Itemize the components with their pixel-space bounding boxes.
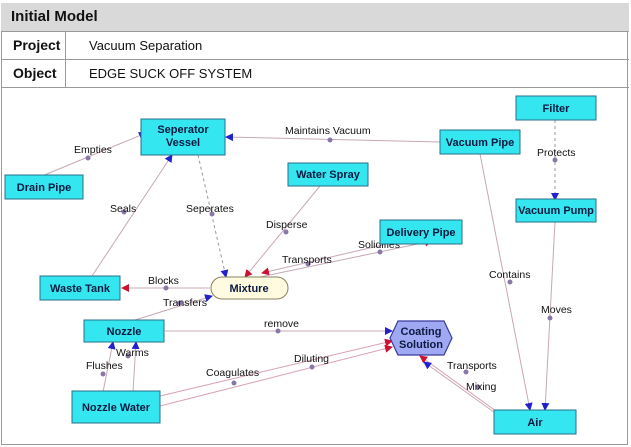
model-title: Initial Model: [11, 8, 98, 25]
edge-label-remove: remove: [264, 318, 299, 330]
edge-label-empties: Empties: [74, 144, 112, 156]
project-value: Vacuum Separation: [89, 38, 203, 53]
node-waste-tank[interactable]: Waste Tank: [39, 275, 121, 301]
edge-label-transfers: Transfers: [163, 297, 207, 309]
edge-mixture-deliverypipe: [259, 238, 433, 278]
edge-nozzlewater-coating-b: [159, 344, 393, 407]
edge-label-seals: Seals: [110, 203, 136, 215]
node-air[interactable]: Air: [493, 409, 577, 435]
edge-label-transports-mixture: Transports: [282, 254, 332, 266]
project-label: Project: [13, 37, 61, 53]
vacuum-pump-label: Vacuum Pump: [518, 205, 594, 217]
edge-label-flushes: Flushes: [86, 360, 123, 372]
coating-solution-label-1: Coating: [401, 326, 442, 338]
outer-border: [1, 31, 628, 445]
edge-nozzle-mixture: [134, 294, 213, 321]
edge-label-contains: Contains: [489, 269, 530, 281]
edge-label-protects: Protects: [537, 147, 576, 159]
edge-label-diluting: Diluting: [294, 353, 329, 365]
project-row: Project Vacuum Separation: [1, 32, 629, 60]
water-spray-label: Water Spray: [296, 169, 361, 181]
separator-vessel-label-1: Seperator: [157, 124, 209, 136]
edge-vacuumpipe-separator: [225, 133, 441, 143]
edge-label-mixing: Mixing: [466, 381, 497, 393]
edge-nozzlewater-coating-a: [159, 338, 393, 397]
edge-label-coagulates: Coagulates: [206, 367, 259, 379]
edge-label-blocks: Blocks: [148, 275, 179, 287]
edge-vacuumpipe-air: [479, 153, 533, 411]
node-delivery-pipe[interactable]: Delivery Pipe: [379, 219, 463, 245]
delivery-pipe-label: Delivery Pipe: [386, 227, 455, 239]
edge-waterspray-mixture: [244, 185, 321, 278]
mixture-label: Mixture: [229, 283, 268, 295]
waste-tank-label: Waste Tank: [50, 283, 111, 295]
edge-label-transports-air: Transports: [447, 360, 497, 372]
nozzle-water-label: Nozzle Water: [82, 402, 151, 414]
node-water-spray[interactable]: Water Spray: [287, 162, 369, 187]
separator-vessel-label-2: Vessel: [166, 137, 200, 149]
edge-air-coating-a: [419, 355, 501, 415]
nozzle-label: Nozzle: [107, 326, 142, 338]
air-label: Air: [527, 417, 543, 429]
coating-solution-label-2: Solution: [399, 339, 443, 351]
edge-label-seperates: Seperates: [186, 203, 234, 215]
project-label-cell: Project: [1, 32, 66, 59]
edge-drain-separator: [41, 131, 147, 177]
node-nozzle-water[interactable]: Nozzle Water: [71, 390, 161, 424]
node-coating-solution[interactable]: Coating Solution: [389, 320, 453, 356]
node-drain-pipe[interactable]: Drain Pipe: [4, 174, 84, 200]
edge-label-disperse: Disperse: [266, 219, 308, 231]
object-row: Object EDGE SUCK OFF SYSTEM: [1, 60, 629, 88]
edge-label-maintains-vacuum: Maintains Vacuum: [285, 125, 371, 137]
object-value: EDGE SUCK OFF SYSTEM: [89, 66, 253, 81]
object-label-cell: Object: [1, 60, 66, 87]
node-filter[interactable]: Filter: [515, 95, 597, 121]
edge-nozzlewater-nozzle-b: [131, 341, 140, 393]
object-label: Object: [13, 65, 57, 81]
node-vacuum-pump[interactable]: Vacuum Pump: [515, 198, 597, 223]
node-nozzle[interactable]: Nozzle: [83, 319, 165, 343]
filter-label: Filter: [543, 103, 571, 115]
edge-wastetank-separator: [91, 154, 173, 277]
edge-label-warms: Warms: [116, 347, 149, 359]
edge-air-coating-b: [423, 361, 506, 421]
drain-pipe-label: Drain Pipe: [17, 182, 71, 194]
node-vacuum-pipe[interactable]: Vacuum Pipe: [439, 129, 521, 155]
vacuum-pipe-label: Vacuum Pipe: [446, 137, 514, 149]
node-mixture[interactable]: Mixture: [210, 276, 289, 300]
edge-dots: [85, 137, 558, 390]
edge-nozzlewater-nozzle-a: [102, 341, 116, 393]
edge-label-moves: Moves: [541, 304, 572, 316]
node-separator-vessel[interactable]: Seperator Vessel: [140, 118, 226, 156]
